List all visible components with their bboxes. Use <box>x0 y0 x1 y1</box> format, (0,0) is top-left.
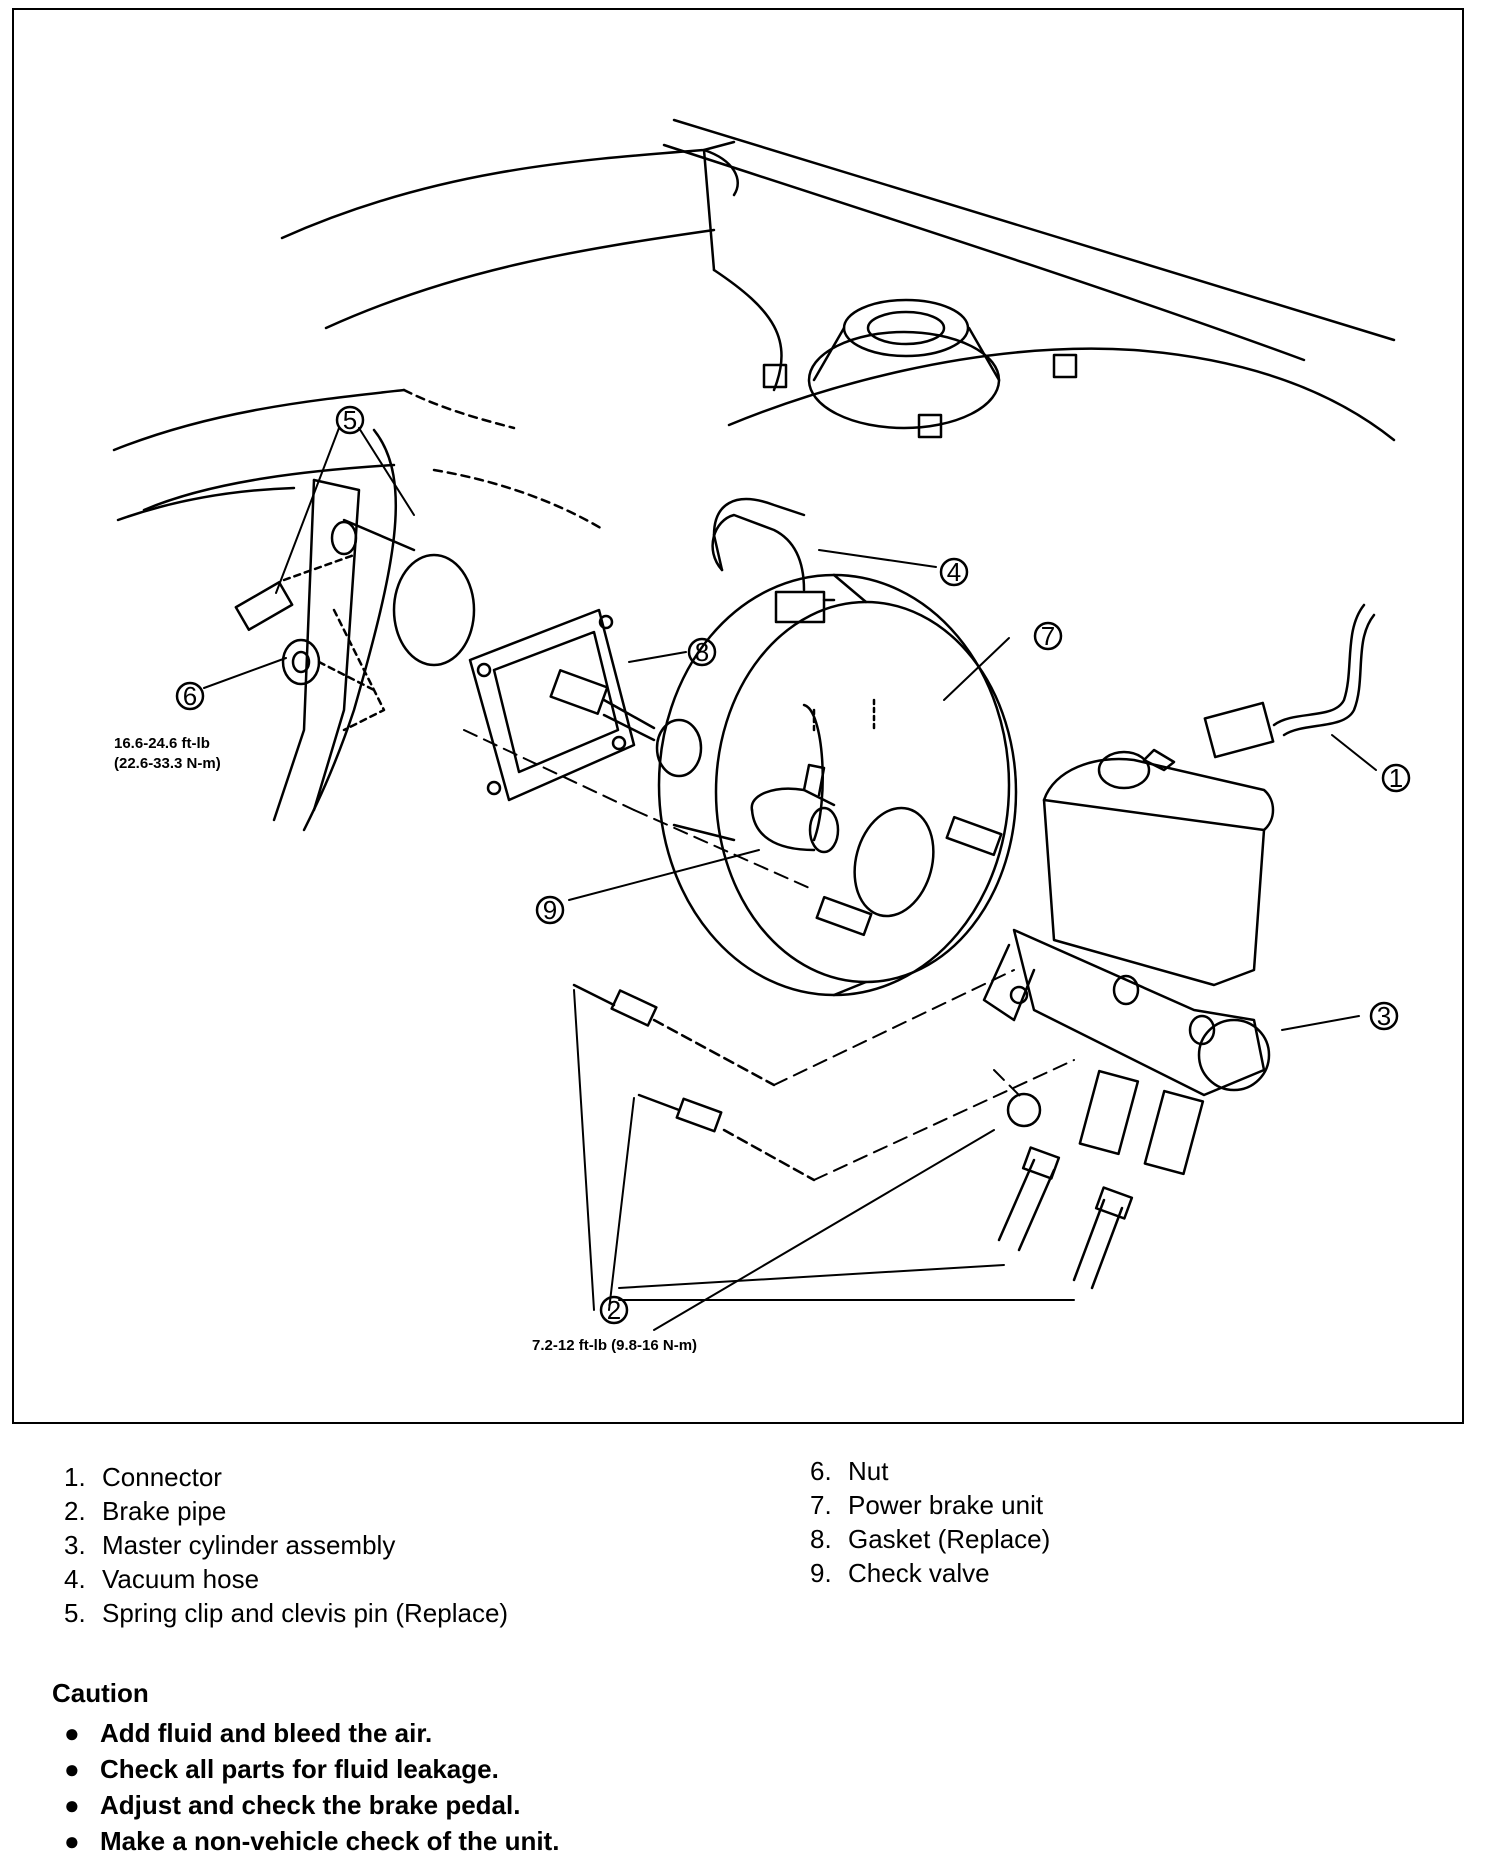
bullet-icon: ● <box>64 1718 80 1748</box>
svg-text:3: 3 <box>1377 1001 1391 1031</box>
legend-item: 3.Master cylinder assembly <box>64 1530 396 1560</box>
svg-text:4: 4 <box>947 557 961 587</box>
svg-text:8: 8 <box>695 637 709 667</box>
callout-3: 3 <box>1369 1001 1399 1031</box>
caution-item: ●Add fluid and bleed the air. <box>52 1715 559 1751</box>
svg-text:9: 9 <box>543 895 557 925</box>
callout-5: 5 <box>335 405 365 435</box>
bullet-icon: ● <box>64 1790 80 1820</box>
check-valve <box>750 763 840 854</box>
callout-4: 4 <box>939 557 969 587</box>
svg-text:5: 5 <box>343 405 357 435</box>
caution-item: ●Make a non-vehicle check of the unit. <box>52 1823 559 1859</box>
torque-label-nut-metric: (22.6-33.3 N-m) <box>114 755 221 772</box>
leader-lines <box>203 427 1377 1331</box>
svg-text:7: 7 <box>1041 621 1055 651</box>
svg-text:2: 2 <box>607 1295 621 1325</box>
callout-8: 8 <box>687 637 717 667</box>
bullet-icon: ● <box>64 1754 80 1784</box>
firewall-bracket <box>234 478 476 822</box>
legend-item: 1.Connector <box>64 1462 222 1492</box>
svg-text:6: 6 <box>183 681 197 711</box>
car-body-outline <box>112 118 1396 832</box>
callout-7: 7 <box>1033 621 1063 651</box>
legend-right: 6.Nut 7.Power brake unit 8.Gasket (Repla… <box>810 1454 1050 1590</box>
gasket <box>468 608 636 802</box>
brake-assembly-diagram: 1 2 3 4 5 6 7 8 9 16.6-24.6 ft-lb (22.6-… <box>112 118 1411 1354</box>
power-brake-booster <box>657 573 1018 997</box>
caution-title: Caution <box>52 1678 149 1708</box>
push-rod <box>549 669 703 778</box>
legend-left: 1.Connector 2.Brake pipe 3.Master cylind… <box>64 1460 508 1630</box>
legend-item: 8.Gasket (Replace) <box>810 1524 1051 1554</box>
strut-mount <box>762 298 1078 439</box>
nut-6 <box>281 638 376 692</box>
legend-item: 4.Vacuum hose <box>64 1564 260 1594</box>
torque-label-pipe: 7.2-12 ft-lb (9.8-16 N-m) <box>532 1337 697 1354</box>
legend-item: 9.Check valve <box>810 1558 990 1588</box>
assembly-lines <box>463 729 1075 1181</box>
diagram-frame: 1 2 3 4 5 6 7 8 9 16.6-24.6 ft-lb (22.6-… <box>12 8 1464 1424</box>
caution-item: ●Adjust and check the brake pedal. <box>52 1787 559 1823</box>
master-cylinder <box>982 748 1275 1176</box>
callout-2: 2 <box>599 1295 629 1325</box>
torque-label-nut: 16.6-24.6 ft-lb <box>114 735 210 752</box>
legend-item: 6.Nut <box>810 1456 889 1486</box>
callout-6: 6 <box>175 681 205 711</box>
callout-9: 9 <box>535 895 565 925</box>
legend-item: 2.Brake pipe <box>64 1496 227 1526</box>
legend-item: 7.Power brake unit <box>810 1490 1044 1520</box>
caution-item: ●Check all parts for fluid leakage. <box>52 1751 559 1787</box>
bullet-icon: ● <box>64 1826 80 1856</box>
caution-section: Caution ●Add fluid and bleed the air. ●C… <box>52 1678 559 1859</box>
legend-item: 5.Spring clip and clevis pin (Replace) <box>64 1598 509 1628</box>
vacuum-hose <box>711 497 836 624</box>
callout-1: 1 <box>1381 763 1411 793</box>
connector <box>1203 603 1376 759</box>
svg-text:1: 1 <box>1389 763 1403 793</box>
brake-pipes <box>572 983 1134 1290</box>
